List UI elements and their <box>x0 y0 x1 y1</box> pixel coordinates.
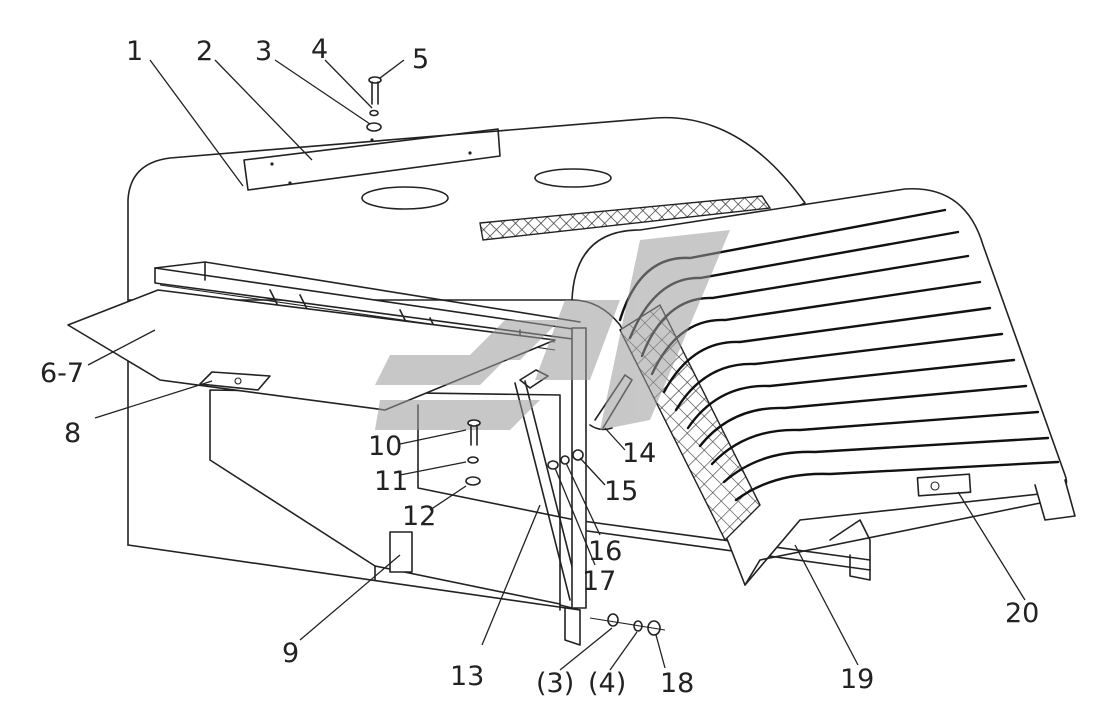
label-16: 16 <box>588 536 622 567</box>
label-13: 13 <box>450 661 484 692</box>
label-18: 18 <box>660 668 694 699</box>
label-5: 5 <box>412 44 429 75</box>
label-11: 11 <box>374 466 408 497</box>
air-grille <box>479 195 772 241</box>
label-20: 20 <box>1005 598 1039 629</box>
leader-lines <box>87 59 1026 671</box>
label-9: 9 <box>282 638 299 669</box>
label-15: 15 <box>604 476 638 507</box>
label-12: 12 <box>402 501 436 532</box>
label-19: 19 <box>840 664 874 695</box>
side-frame <box>154 261 871 646</box>
label-8: 8 <box>64 418 81 449</box>
label-1: 1 <box>126 36 143 67</box>
callout-labels: 1 2 3 4 5 6-7 8 9 10 11 12 13 14 15 16 1… <box>40 34 1039 699</box>
label-17: 17 <box>582 566 616 597</box>
label-4: 4 <box>311 34 328 65</box>
watermark-logo <box>375 230 730 430</box>
latch <box>916 473 972 497</box>
label-3-paren: (3) <box>536 668 574 699</box>
label-3: 3 <box>255 36 272 67</box>
label-4-paren: (4) <box>588 668 626 699</box>
hardware <box>366 76 666 636</box>
label-14: 14 <box>622 438 656 469</box>
label-2: 2 <box>196 36 213 67</box>
label-10: 10 <box>368 431 402 462</box>
hood-body <box>127 116 806 611</box>
label-6-7: 6-7 <box>40 358 84 389</box>
